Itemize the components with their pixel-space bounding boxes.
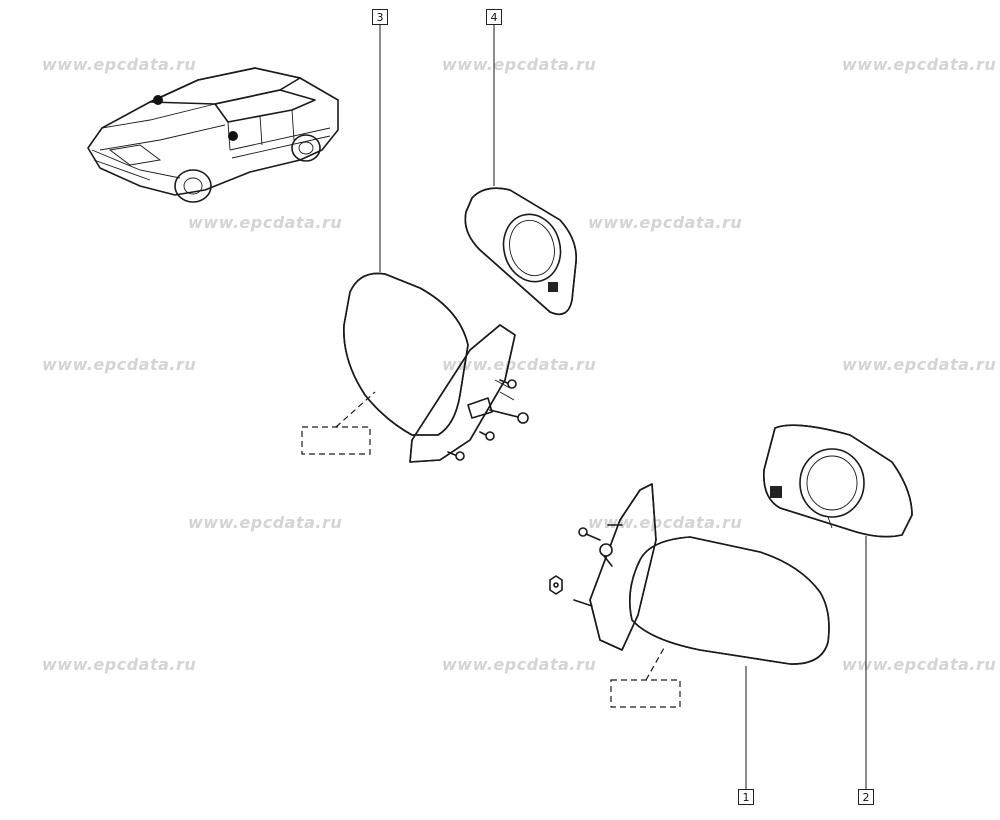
callout-4: 4 (486, 9, 502, 25)
dashed-option-box (610, 679, 681, 708)
callout-2: 2 (858, 789, 874, 805)
right-mirror-glass-icon (763, 424, 913, 538)
watermark: www.epcdata.ru (842, 655, 997, 674)
watermark: www.epcdata.ru (188, 213, 343, 232)
watermark: www.epcdata.ru (588, 513, 743, 532)
right-mirror-assembly-icon (549, 483, 830, 665)
watermark: www.epcdata.ru (842, 55, 997, 74)
callout-1: 1 (738, 789, 754, 805)
watermark: www.epcdata.ru (42, 55, 197, 74)
watermark: www.epcdata.ru (842, 355, 997, 374)
car-icon (87, 67, 339, 203)
watermark: www.epcdata.ru (588, 213, 743, 232)
watermark: www.epcdata.ru (188, 513, 343, 532)
watermark: www.epcdata.ru (442, 655, 597, 674)
watermark: www.epcdata.ru (42, 355, 197, 374)
watermark: www.epcdata.ru (42, 655, 197, 674)
watermark: www.epcdata.ru (442, 55, 597, 74)
callout-3: 3 (372, 9, 388, 25)
dashed-option-box (301, 426, 371, 455)
left-mirror-glass-icon (464, 187, 577, 316)
dashed-leader (645, 647, 665, 681)
left-mirror-assembly-icon (343, 272, 529, 463)
dashed-leader (335, 391, 376, 428)
watermark: www.epcdata.ru (442, 355, 597, 374)
